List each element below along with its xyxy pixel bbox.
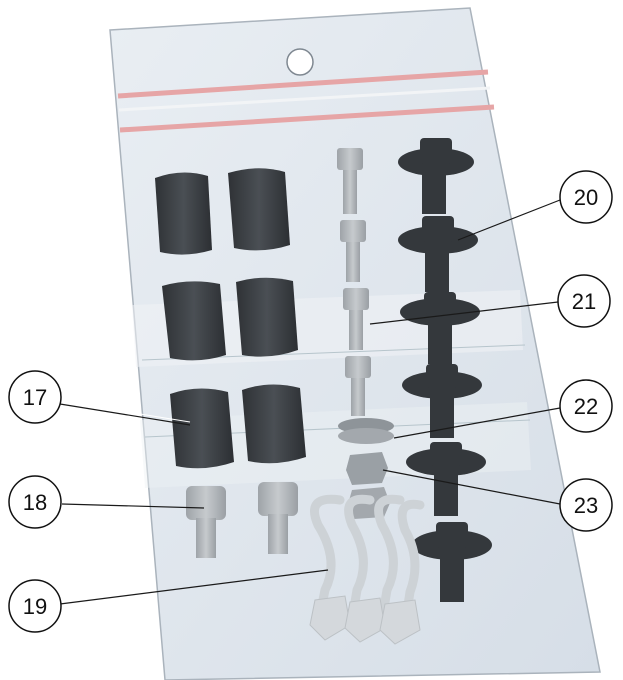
callout-19: 19	[8, 579, 62, 633]
callout-label: 18	[23, 490, 47, 515]
leader-17	[59, 403, 191, 426]
leader-19	[59, 569, 329, 605]
callout-23: 23	[559, 478, 613, 532]
socket-head-screw	[258, 482, 298, 554]
black-caps-group	[155, 168, 306, 469]
black-cap	[228, 168, 290, 251]
cable-clips-group	[310, 494, 425, 630]
callout-label: 17	[23, 385, 47, 410]
leader-22	[393, 407, 561, 439]
leader-lines	[59, 199, 561, 605]
dark-flange-bolt	[402, 364, 482, 438]
callout-label: 20	[574, 185, 598, 210]
black-cap	[170, 388, 234, 469]
grey-flange-bolt	[340, 220, 366, 282]
washer	[338, 428, 394, 444]
leader-18	[61, 503, 205, 509]
dark-flange-bolt	[406, 442, 486, 516]
dark-bolts-group	[398, 138, 492, 602]
zip-stripe-bottom	[119, 104, 495, 133]
callout-22: 22	[559, 379, 613, 433]
socket-head-screw	[186, 486, 226, 558]
callout-label: 22	[574, 394, 598, 419]
grey-flange-bolt	[345, 356, 371, 416]
dark-flange-bolt	[412, 522, 492, 602]
cable-clip-bases	[309, 595, 421, 645]
black-cap	[242, 384, 306, 464]
grey-flange-bolt	[337, 148, 363, 214]
dark-flange-bolt	[398, 138, 474, 214]
callout-21: 21	[557, 274, 611, 328]
cable-clip	[344, 494, 375, 625]
dark-flange-bolt	[400, 292, 480, 364]
callout-label: 23	[574, 493, 598, 518]
callout-label: 21	[572, 289, 596, 314]
grey-bolts-group	[337, 148, 371, 416]
leader-23	[382, 469, 561, 505]
callout-label: 19	[23, 594, 47, 619]
socket-screws-group	[186, 482, 298, 558]
callout-17: 17	[8, 370, 62, 424]
black-cap	[155, 172, 212, 255]
black-cap	[236, 277, 298, 357]
callout-18: 18	[8, 475, 62, 529]
zip-stripe-top	[117, 69, 489, 99]
cable-clip	[310, 494, 345, 620]
zip-seal-line	[118, 86, 491, 112]
callout-20: 20	[559, 170, 613, 224]
cable-clip	[374, 494, 405, 625]
nut	[346, 452, 388, 485]
dark-flange-bolt	[398, 216, 478, 292]
grey-flange-bolt	[343, 288, 369, 350]
hang-hole	[286, 48, 314, 76]
leader-20	[457, 199, 561, 241]
leader-17-shadow	[59, 400, 191, 423]
leader-21	[369, 301, 559, 325]
black-cap	[162, 281, 226, 361]
cable-clip	[397, 499, 425, 630]
